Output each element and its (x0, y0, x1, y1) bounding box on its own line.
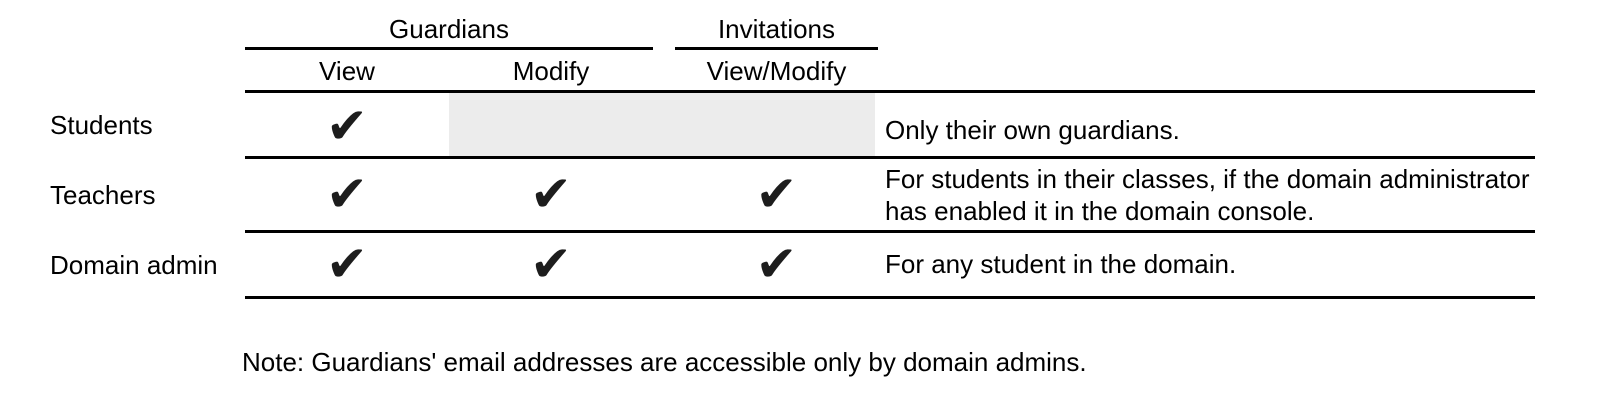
table-rule-after-teachers (245, 230, 1535, 233)
checkmark-icon-domain-admin-modify: ✔ (530, 235, 572, 293)
row-description-teachers: For students in their classes, if the do… (885, 164, 1530, 226)
row-description-students: Only their own guardians. (885, 115, 1180, 145)
row-label-teachers: Teachers (50, 180, 156, 210)
table-rule-after-students (245, 156, 1535, 159)
column-header-view: View (319, 56, 375, 86)
invitations-underline (675, 47, 878, 50)
checkmark-icon-domain-admin-view: ✔ (326, 235, 368, 293)
restricted-cells-region (449, 93, 875, 156)
checkmark-icon-teachers-modify: ✔ (530, 165, 572, 223)
row-description-domain-admin: For any student in the domain. (885, 249, 1237, 279)
row-label-students: Students (50, 110, 153, 140)
guardians-underline (245, 47, 653, 50)
footnote: Note: Guardians' email addresses are acc… (242, 347, 1087, 377)
checkmark-icon-students-view: ✔ (326, 97, 368, 155)
column-group-guardians-label: Guardians (389, 14, 509, 44)
column-group-invitations-label: Invitations (717, 14, 836, 44)
checkmark-icon-domain-admin-view-modify: ✔ (755, 235, 798, 293)
checkmark-icon-teachers-view-modify: ✔ (755, 165, 798, 223)
row-label-domain-admin: Domain admin (50, 250, 218, 280)
checkmark-icon-teachers-view: ✔ (326, 165, 368, 223)
table-rule-bottom (245, 296, 1535, 299)
column-header-view-modify: View/Modify (706, 56, 847, 86)
table-rule-header (245, 90, 1535, 93)
column-header-modify: Modify (512, 56, 590, 86)
